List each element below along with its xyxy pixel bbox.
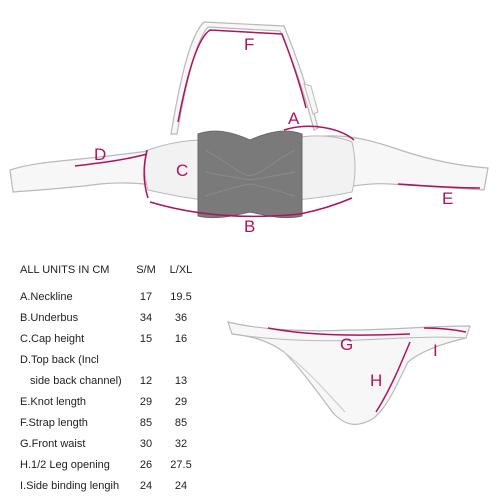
value-lxl: 13	[174, 375, 188, 387]
bikini-bottom: G H I	[227, 321, 471, 425]
label-a: A	[288, 109, 300, 128]
value-sm: 15	[139, 333, 153, 345]
measurement-name: F.Strap length	[20, 417, 88, 429]
value-lxl: 36	[174, 312, 188, 324]
measurement-name: G.Front waist	[20, 438, 86, 450]
table-row: I.Side binding lengih 24 24	[20, 480, 210, 494]
value-lxl: 85	[174, 417, 188, 429]
value-sm: 24	[139, 480, 153, 492]
measurement-name: side back channel)	[30, 375, 122, 387]
label-g: G	[340, 335, 353, 354]
label-f: F	[244, 35, 254, 54]
table-row: B.Underbus 34 36	[20, 312, 210, 326]
table-row: A.Neckline 17 19.5	[20, 291, 210, 305]
value-lxl: 27.5	[170, 459, 192, 471]
value-lxl: 32	[174, 438, 188, 450]
table-row: side back channel) 12 13	[30, 375, 220, 389]
measurement-name: H.1/2 Leg opening	[20, 459, 110, 471]
bottom-waistband	[231, 333, 467, 342]
value-lxl: 24	[174, 480, 188, 492]
measurement-name: B.Underbus	[20, 312, 79, 324]
value-lxl: 19.5	[170, 291, 192, 303]
value-sm: 17	[139, 291, 153, 303]
measure-g-line	[267, 327, 411, 336]
center-front-panel	[197, 130, 303, 219]
bottom-body	[227, 321, 471, 425]
ruching	[204, 149, 296, 197]
label-c: C	[176, 161, 188, 180]
table-row: G.Front waist 30 32	[20, 438, 210, 452]
value-sm: 34	[139, 312, 153, 324]
measure-i-line	[423, 327, 467, 333]
value-lxl: 29	[174, 396, 188, 408]
table-row: D.Top back (Incl	[20, 354, 210, 368]
column-lxl: L/XL	[169, 264, 193, 276]
measure-f-line	[177, 29, 307, 123]
measure-b-line	[149, 197, 353, 218]
measurement-name: C.Cap height	[20, 333, 85, 345]
bottom-leg-edge	[283, 351, 346, 413]
measure-e-line	[397, 183, 481, 189]
label-d: D	[94, 145, 106, 164]
measurement-name: E.Knot length	[20, 396, 87, 408]
value-lxl: 16	[174, 333, 188, 345]
strap-tie-end	[303, 83, 319, 115]
right-cup	[295, 135, 356, 201]
label-h: H	[370, 371, 382, 390]
label-i: I	[433, 341, 438, 360]
measure-a-line	[283, 125, 355, 141]
measurement-name: A.Neckline	[20, 291, 73, 303]
table-row: E.Knot length 29 29	[20, 396, 210, 410]
table-row: F.Strap length 85 85	[20, 417, 210, 431]
label-e: E	[442, 189, 453, 208]
table-row: C.Cap height 15 16	[20, 333, 210, 347]
measurement-name: I.Side binding lengih	[20, 480, 120, 492]
value-sm: 29	[139, 396, 153, 408]
measure-h-line	[375, 341, 411, 413]
units-heading: ALL UNITS IN CM	[20, 264, 110, 276]
label-b: B	[244, 217, 255, 236]
value-sm: 26	[139, 459, 153, 471]
measure-d-line	[74, 153, 148, 167]
size-table-header: ALL UNITS IN CM S/M L/XL	[20, 264, 210, 278]
measurement-name: D.Top back (Incl	[20, 354, 99, 366]
bikini-top: A B C D E F	[9, 21, 489, 236]
value-sm: 12	[139, 375, 153, 387]
left-cup	[144, 139, 205, 201]
table-row: H.1/2 Leg opening 26 27.5	[20, 459, 210, 473]
column-sm: S/M	[136, 264, 156, 276]
value-sm: 85	[139, 417, 153, 429]
value-sm: 30	[139, 438, 153, 450]
